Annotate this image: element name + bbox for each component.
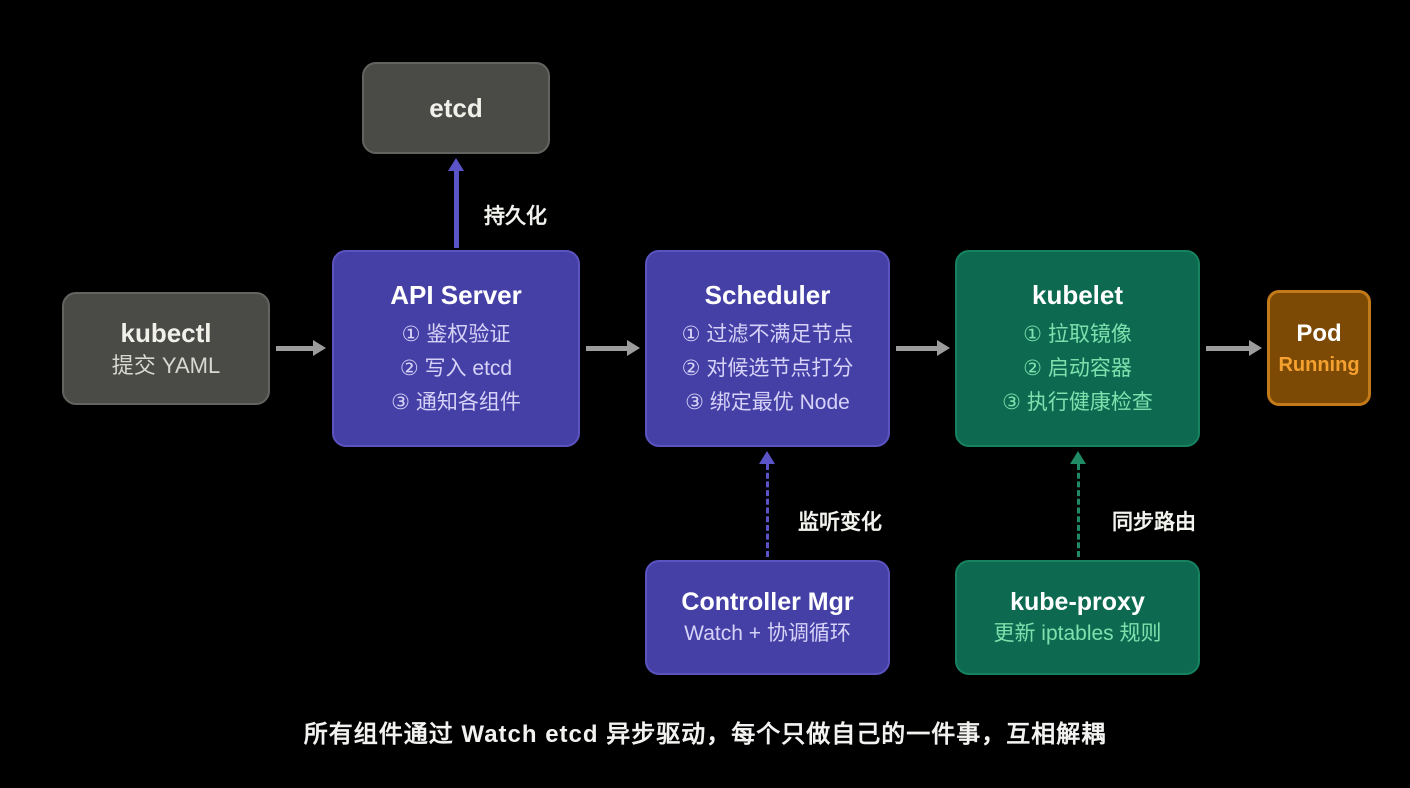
arrow-kubeproxy-to-kubelet <box>1070 451 1086 557</box>
controller-mgr-title: Controller Mgr <box>681 587 854 616</box>
arrow-apiserver-to-scheduler <box>586 340 640 356</box>
arrow-shaft <box>1206 345 1249 351</box>
node-kubectl: kubectl 提交 YAML <box>62 292 270 405</box>
arrowhead-right-icon <box>937 340 950 356</box>
arrowhead-right-icon <box>1249 340 1262 356</box>
arrowhead-up-icon <box>1070 451 1086 464</box>
kube-proxy-subtitle: 更新 iptables 规则 <box>993 621 1162 645</box>
arrowhead-right-icon <box>313 340 326 356</box>
scheduler-title: Scheduler <box>704 279 831 310</box>
edge-label-sync: 同步路由 <box>1112 511 1196 534</box>
arrowhead-up-icon <box>759 451 775 464</box>
kubelet-step-2: ② 启动容器 <box>1023 356 1132 380</box>
kube-proxy-title: kube-proxy <box>1010 587 1145 616</box>
api-server-steps: ① 鉴权验证 ② 写入 etcd ③ 通知各组件 <box>391 318 521 420</box>
kubelet-step-1: ① 拉取镜像 <box>1023 322 1132 346</box>
arrow-shaft <box>586 345 627 351</box>
edge-label-watch: 监听变化 <box>798 511 882 534</box>
arrow-kubelet-to-pod <box>1206 340 1262 356</box>
kubectl-subtitle: 提交 YAML <box>111 352 221 378</box>
diagram-caption: 所有组件通过 Watch etcd 异步驱动，每个只做自己的一件事，互相解耦 <box>303 721 1107 748</box>
pod-title: Pod <box>1296 320 1342 347</box>
arrow-shaft <box>896 345 937 351</box>
pod-status-badge: Running <box>1278 354 1360 376</box>
api-server-title: API Server <box>390 279 522 310</box>
node-etcd: etcd <box>362 62 550 154</box>
controller-mgr-subtitle: Watch + 协调循环 <box>684 621 851 645</box>
node-pod: Pod Running <box>1267 290 1371 406</box>
arrow-scheduler-to-kubelet <box>896 340 950 356</box>
arrow-apiserver-to-etcd <box>448 158 464 248</box>
arrow-shaft <box>276 345 313 351</box>
etcd-title: etcd <box>429 93 483 123</box>
node-controller-mgr: Controller Mgr Watch + 协调循环 <box>645 560 890 675</box>
kubelet-steps: ① 拉取镜像 ② 启动容器 ③ 执行健康检查 <box>1002 318 1153 420</box>
kubelet-step-3: ③ 执行健康检查 <box>1002 390 1153 414</box>
scheduler-step-1: ① 过滤不满足节点 <box>681 322 854 346</box>
node-api-server: API Server ① 鉴权验证 ② 写入 etcd ③ 通知各组件 <box>332 250 580 447</box>
node-kubelet: kubelet ① 拉取镜像 ② 启动容器 ③ 执行健康检查 <box>955 250 1200 447</box>
arrow-kubectl-to-apiserver <box>276 340 326 356</box>
node-kube-proxy: kube-proxy 更新 iptables 规则 <box>955 560 1200 675</box>
arrow-shaft-dashed <box>765 464 769 557</box>
arrowhead-up-icon <box>448 158 464 171</box>
arrow-shaft <box>453 171 459 248</box>
arrow-shaft-dashed <box>1076 464 1080 557</box>
scheduler-step-2: ② 对候选节点打分 <box>681 356 854 380</box>
arrowhead-right-icon <box>627 340 640 356</box>
api-server-step-2: ② 写入 etcd <box>399 356 513 380</box>
edge-label-persist: 持久化 <box>484 205 547 228</box>
scheduler-step-3: ③ 绑定最优 Node <box>685 390 850 414</box>
arrow-controllermgr-to-scheduler <box>759 451 775 557</box>
kubectl-title: kubectl <box>120 317 212 348</box>
node-scheduler: Scheduler ① 过滤不满足节点 ② 对候选节点打分 ③ 绑定最优 Nod… <box>645 250 890 447</box>
scheduler-steps: ① 过滤不满足节点 ② 对候选节点打分 ③ 绑定最优 Node <box>682 318 854 420</box>
kubelet-title: kubelet <box>1031 279 1124 310</box>
api-server-step-3: ③ 通知各组件 <box>391 390 521 414</box>
api-server-step-1: ① 鉴权验证 <box>401 322 511 346</box>
